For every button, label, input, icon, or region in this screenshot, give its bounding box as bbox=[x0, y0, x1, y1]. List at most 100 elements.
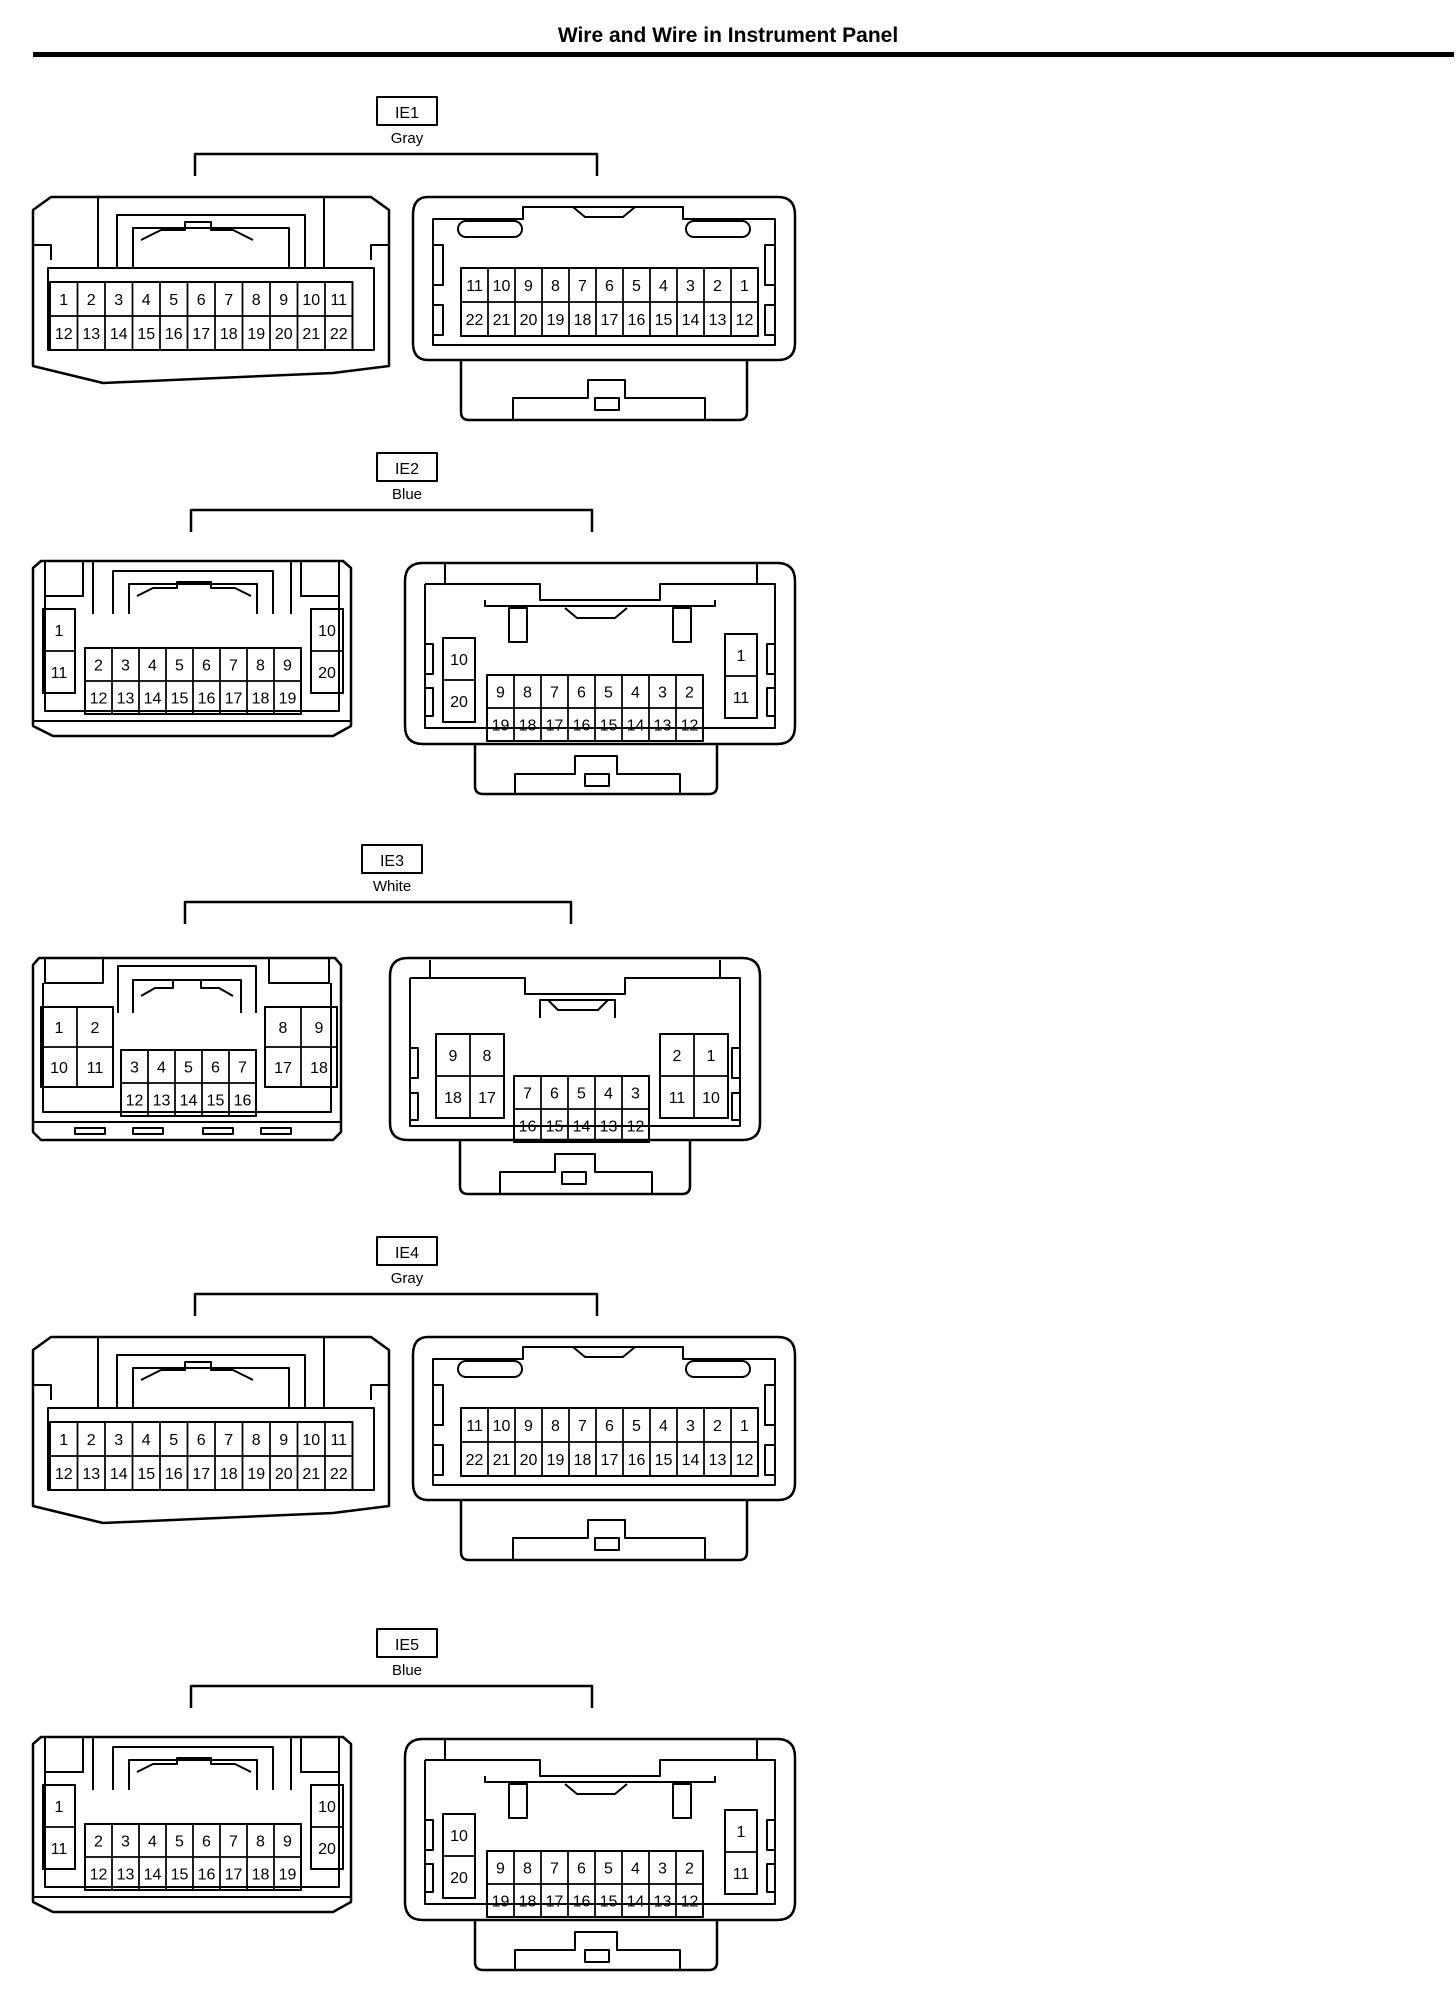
pin-cell bbox=[310, 1826, 344, 1870]
latch-tab bbox=[140, 221, 254, 241]
pin-label: 12 bbox=[681, 718, 699, 735]
pin-cell bbox=[469, 1075, 505, 1119]
side-rib bbox=[433, 244, 444, 336]
lock-button bbox=[584, 1949, 610, 1963]
pin-label: 10 bbox=[450, 652, 468, 669]
page-title: Wire and Wire in Instrument Panel bbox=[557, 24, 899, 47]
lock-tab bbox=[514, 1931, 681, 1970]
pin-label: 10 bbox=[702, 1090, 720, 1107]
pin-label: 11 bbox=[733, 1866, 750, 1883]
pin-cell bbox=[442, 1855, 476, 1899]
connector-id: IE2 bbox=[395, 461, 419, 478]
lock-tab bbox=[514, 755, 681, 794]
pin-label: 6 bbox=[202, 658, 211, 675]
pin-label: 7 bbox=[550, 685, 559, 702]
connector-bracket bbox=[189, 508, 594, 532]
latch bbox=[112, 570, 274, 614]
pin-label: 7 bbox=[229, 1834, 238, 1851]
pin-label: 17 bbox=[478, 1090, 496, 1107]
pin-label: 4 bbox=[659, 1418, 668, 1435]
pin-label: 6 bbox=[605, 1418, 614, 1435]
lock-tab bbox=[512, 379, 706, 420]
latch-rails bbox=[97, 1337, 325, 1408]
pin-label: 16 bbox=[519, 1119, 537, 1136]
pin-label: 15 bbox=[655, 312, 673, 329]
pin-label: 11 bbox=[87, 1060, 104, 1077]
pin-label: 14 bbox=[682, 1452, 700, 1469]
pin-label: 21 bbox=[493, 312, 511, 329]
pin-cell bbox=[730, 301, 759, 337]
side-rib bbox=[764, 1384, 775, 1476]
pin-label: 2 bbox=[91, 1020, 100, 1037]
pin-label: 4 bbox=[148, 1834, 157, 1851]
pin-label: 17 bbox=[274, 1060, 292, 1077]
pin-label: 9 bbox=[283, 658, 292, 675]
pin-label: 9 bbox=[315, 1020, 324, 1037]
connector-id-box bbox=[361, 844, 423, 874]
connector-bracket bbox=[183, 900, 573, 924]
pin-label: 12 bbox=[681, 1894, 699, 1911]
side-rib bbox=[410, 1047, 419, 1121]
latch bbox=[117, 965, 257, 1013]
pin-label: 13 bbox=[654, 718, 672, 735]
right-inner bbox=[424, 1740, 776, 1905]
lock-tab bbox=[499, 1153, 653, 1194]
pin-label: 3 bbox=[121, 1834, 130, 1851]
pin-cell bbox=[724, 1851, 758, 1895]
latch-tab bbox=[136, 1757, 252, 1773]
pin-label: 13 bbox=[600, 1119, 618, 1136]
base-slot bbox=[74, 1127, 106, 1135]
housing-inner bbox=[47, 1407, 375, 1491]
right-housing bbox=[411, 195, 797, 362]
connector-id-box bbox=[376, 96, 438, 126]
pin-label: 2 bbox=[87, 292, 96, 309]
pin-label: 19 bbox=[247, 326, 265, 343]
pin-label: 7 bbox=[523, 1086, 532, 1103]
pin-label: 5 bbox=[632, 1418, 641, 1435]
pin-label: 12 bbox=[736, 1452, 754, 1469]
pin-label: 11 bbox=[733, 690, 750, 707]
pin-label: 4 bbox=[157, 1060, 166, 1077]
side-rib bbox=[731, 1047, 740, 1121]
pin-label: 7 bbox=[238, 1060, 247, 1077]
pin-label: 1 bbox=[59, 292, 68, 309]
pin-label: 11 bbox=[51, 665, 68, 682]
pin-cell bbox=[675, 1883, 704, 1918]
lock-tab bbox=[512, 1519, 706, 1560]
pin-label: 3 bbox=[686, 278, 695, 295]
pin-label: 22 bbox=[466, 312, 484, 329]
pin-label: 3 bbox=[121, 658, 130, 675]
pin-cell bbox=[621, 1108, 650, 1143]
right-housing bbox=[403, 561, 797, 746]
connector-id-box bbox=[376, 1236, 438, 1266]
housing-inner bbox=[47, 267, 375, 351]
side-rib bbox=[766, 643, 775, 717]
pin-label: 13 bbox=[117, 691, 135, 708]
pin-label: 8 bbox=[551, 278, 560, 295]
inner-ledge bbox=[484, 1776, 716, 1783]
pin-label: 2 bbox=[94, 1834, 103, 1851]
connector-color: White bbox=[373, 878, 411, 895]
pin-label: 17 bbox=[601, 1452, 619, 1469]
pin-label: 15 bbox=[207, 1093, 225, 1110]
connector-id: IE5 bbox=[395, 1637, 419, 1654]
pin-label: 10 bbox=[302, 1432, 320, 1449]
pin-label: 6 bbox=[211, 1060, 220, 1077]
pin-label: 7 bbox=[224, 292, 233, 309]
pin-label: 10 bbox=[493, 1418, 511, 1435]
pin-label: 14 bbox=[180, 1093, 198, 1110]
pin-cell bbox=[724, 675, 758, 719]
pin-label: 2 bbox=[713, 1418, 722, 1435]
pin-label: 14 bbox=[144, 691, 162, 708]
pin-label: 15 bbox=[655, 1452, 673, 1469]
pin-cell bbox=[310, 650, 344, 694]
lock-button bbox=[561, 1171, 587, 1185]
pin-label: 5 bbox=[184, 1060, 193, 1077]
pin-label: 20 bbox=[450, 694, 468, 711]
right-housing bbox=[411, 1335, 797, 1502]
pin-label: 17 bbox=[192, 1466, 210, 1483]
left-housing bbox=[31, 956, 343, 1142]
pin-label: 20 bbox=[275, 1466, 293, 1483]
pin-label: 18 bbox=[252, 691, 270, 708]
